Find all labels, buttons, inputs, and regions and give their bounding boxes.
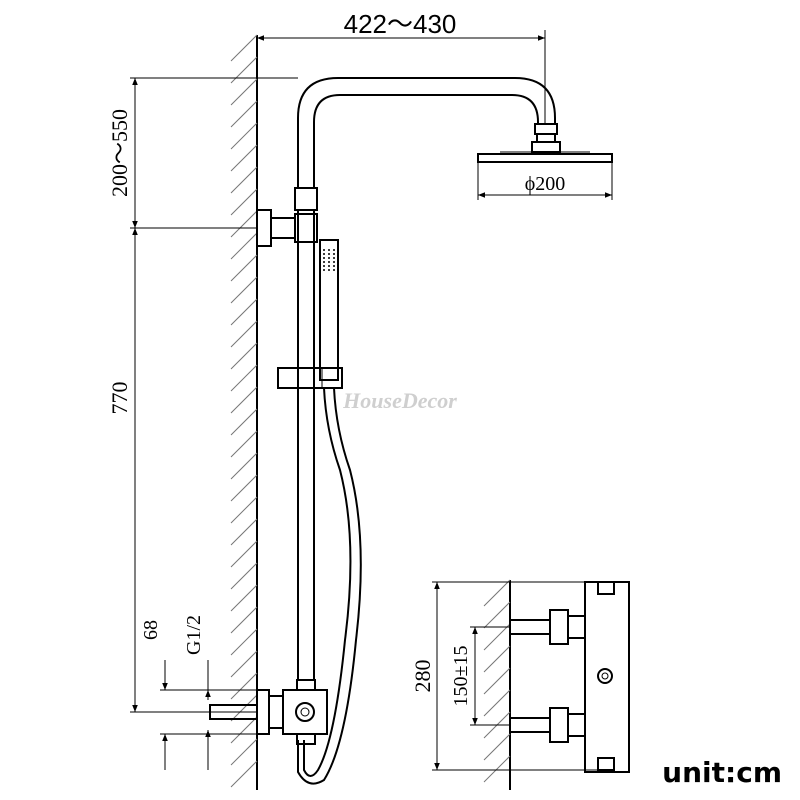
wall-hatch-line <box>230 188 258 216</box>
wall-hatch-line <box>230 210 258 238</box>
wall-hatch-line <box>230 144 258 172</box>
wall-hatch-line <box>230 408 258 436</box>
inlet-offset-label: 68 <box>140 620 162 640</box>
hand-shower-nozzle <box>323 257 325 259</box>
wall-hatch-line <box>230 320 258 348</box>
head-diameter-label: ϕ200 <box>525 173 566 195</box>
wall-hatch-line <box>483 689 511 717</box>
wall-hatch-line <box>483 733 511 761</box>
left-dimensions: 200～550 770 68 G1/2 <box>107 77 298 770</box>
bar-height-label: 770 <box>107 382 132 415</box>
wall-hatch-line <box>230 650 258 678</box>
watermark: HouseDecor <box>342 388 457 413</box>
wall-hatch-line <box>230 540 258 568</box>
unit-label: unit:cm <box>662 756 782 789</box>
wall-hatch-line <box>230 78 258 106</box>
thread-label: G1/2 <box>183 615 205 655</box>
hand-shower-nozzle <box>328 257 330 259</box>
wall-hatch-line <box>230 342 258 370</box>
wall-hatch-line <box>230 760 258 788</box>
wall-hatch-line <box>230 276 258 304</box>
wall-hatch-line <box>230 364 258 392</box>
shower-head <box>477 123 613 163</box>
wall-hatch-line <box>230 56 258 84</box>
hand-shower-nozzle <box>333 269 335 271</box>
wall-hatch-line <box>230 694 258 722</box>
wall-hatch-line <box>230 232 258 260</box>
valve-detail: 280 150±15 <box>410 579 630 790</box>
wall-hatch-line <box>230 166 258 194</box>
hand-shower-nozzle <box>333 265 335 267</box>
hand-shower-nozzle <box>323 261 325 263</box>
width-label: 422～430 <box>344 9 457 39</box>
wall-hatch-line <box>230 738 258 766</box>
shower-arm <box>297 77 556 188</box>
valve-height-label: 280 <box>410 660 435 693</box>
width-dimension: 422～430 <box>257 9 546 125</box>
hand-shower-nozzle <box>328 265 330 267</box>
hand-shower-nozzle <box>328 269 330 271</box>
wall-hatch-line <box>230 628 258 656</box>
wall-hatch-line <box>230 584 258 612</box>
wall-hatch-line <box>483 601 511 629</box>
wall-hatch-line <box>230 518 258 546</box>
wall-hatch-line <box>483 623 511 651</box>
hand-shower-nozzle <box>328 249 330 251</box>
hand-shower <box>277 239 362 785</box>
wall-hatch-line <box>230 254 258 282</box>
wall-hatch-line <box>230 496 258 524</box>
wall-hatch-line <box>483 579 511 607</box>
valve-spacing-label: 150±15 <box>450 646 472 707</box>
wall-hatch-line <box>230 606 258 634</box>
riser-bar <box>256 187 318 680</box>
hand-shower-nozzle <box>323 265 325 267</box>
wall-hatch-line <box>230 298 258 326</box>
wall-hatch-line <box>230 716 258 744</box>
wall-hatch-line <box>230 430 258 458</box>
hand-shower-nozzle <box>328 261 330 263</box>
wall-hatch-line <box>230 386 258 414</box>
hand-shower-nozzle <box>328 253 330 255</box>
wall-hatch-line <box>230 562 258 590</box>
hand-shower-nozzle <box>323 249 325 251</box>
hand-shower-nozzle <box>323 269 325 271</box>
wall-hatch-line <box>483 755 511 783</box>
hand-shower-nozzle <box>333 257 335 259</box>
wall-hatch-line <box>230 122 258 150</box>
hand-shower-nozzle <box>323 253 325 255</box>
wall-hatch-line <box>483 667 511 695</box>
hand-shower-nozzle <box>333 261 335 263</box>
wall-hatch-line <box>230 34 258 62</box>
wall-hatch-line <box>483 645 511 673</box>
top-height-label: 200～550 <box>107 109 132 197</box>
head-diameter-dimension: ϕ200 <box>477 162 613 200</box>
hand-shower-nozzle <box>333 249 335 251</box>
wall-hatch-line <box>230 474 258 502</box>
main-wall <box>230 34 258 790</box>
hand-shower-nozzle <box>333 253 335 255</box>
wall-hatch-line <box>230 452 258 480</box>
wall-hatch-line <box>230 672 258 700</box>
wall-hatch-line <box>230 100 258 128</box>
